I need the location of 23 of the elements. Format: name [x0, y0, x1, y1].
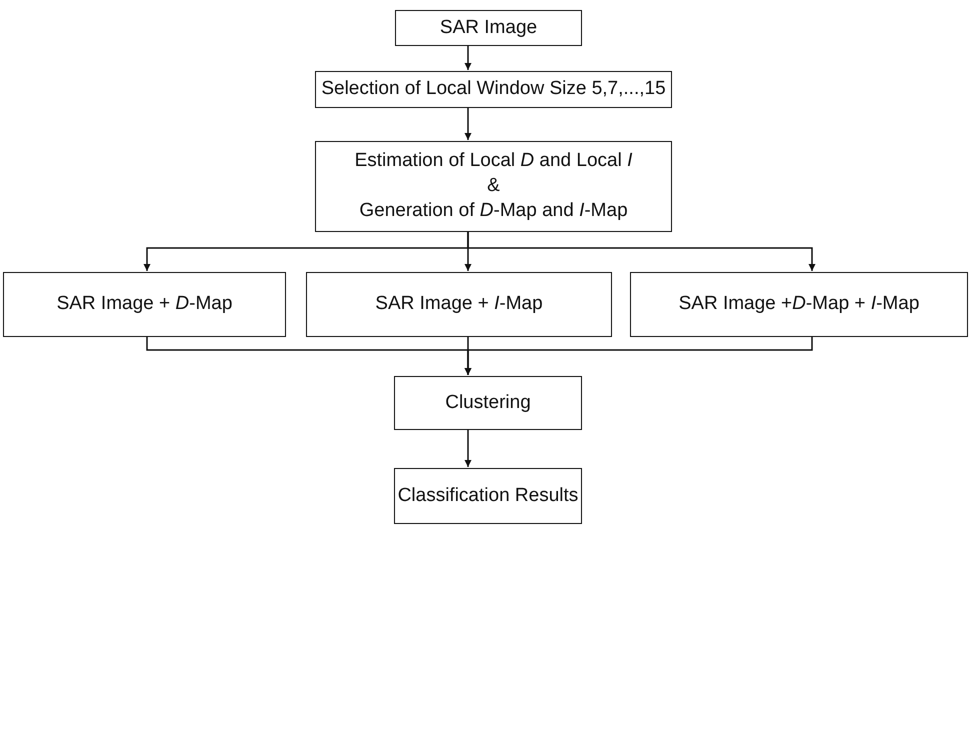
arrow	[464, 430, 472, 467]
box-label: Estimation of Local D and Local I	[354, 149, 632, 174]
process-box	[315, 71, 672, 108]
process-box	[315, 141, 672, 232]
box-label: Classification Results	[398, 484, 578, 508]
box-label: SAR Image + D-Map	[56, 292, 232, 316]
arrow	[464, 337, 813, 375]
box-label: SAR Image + I-Map	[375, 292, 543, 316]
arrow	[464, 108, 472, 140]
process-box	[3, 272, 286, 337]
process-box	[630, 272, 968, 337]
process-box	[394, 376, 582, 430]
process-box	[395, 10, 582, 46]
arrow	[467, 232, 816, 271]
box-label: SAR Image	[440, 16, 538, 40]
box-label: &	[487, 174, 500, 198]
process-box	[306, 272, 612, 337]
box-label: Selection of Local Window Size 5,7,...,15	[321, 77, 666, 102]
box-label: SAR Image +D-Map + I-Map	[678, 292, 920, 316]
process-box	[394, 468, 582, 524]
box-label: Clustering	[445, 390, 531, 415]
arrow	[464, 46, 472, 70]
box-label: Generation of D-Map and I-Map	[359, 198, 628, 223]
